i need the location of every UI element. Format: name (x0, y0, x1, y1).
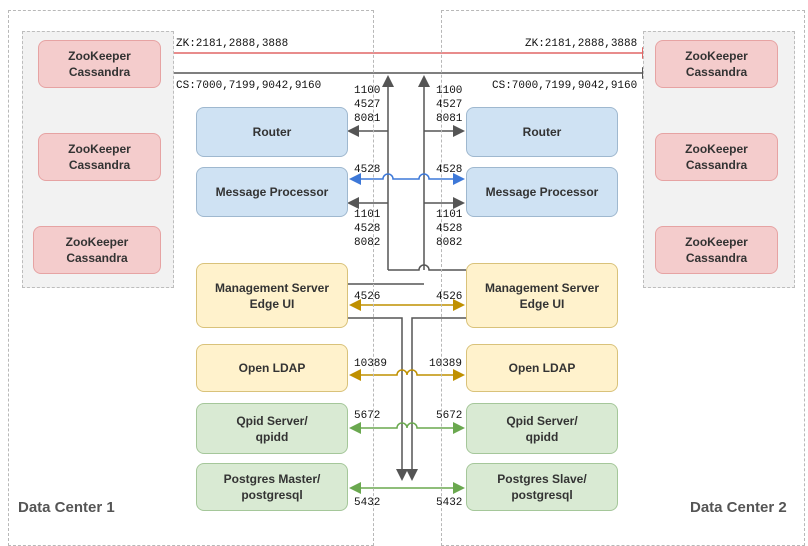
ldap-link (349, 369, 465, 381)
dc2-management-server: Management Server Edge UI (466, 263, 618, 328)
qpid-port-left: 5672 (354, 410, 381, 422)
router-ports-left: 1100 4527 8081 (354, 85, 381, 125)
data-center-1-label: Data Center 1 (18, 499, 115, 516)
mp-mgmt-port-right: 4528 (436, 164, 463, 176)
data-center-2-label: Data Center 2 (690, 499, 787, 516)
dc1-zk-cassandra-node-1: ZooKeeper Cassandra (38, 40, 161, 88)
dc1-open-ldap: Open LDAP (196, 344, 348, 392)
dc1-qpid-server: Qpid Server/ qpidd (196, 403, 348, 454)
dc2-router: Router (466, 107, 618, 157)
mp-ports-right: 1101 4528 8082 (436, 209, 463, 249)
dc2-postgres-slave: Postgres Slave/ postgresql (466, 463, 618, 511)
cs-ports-label-right: CS:7000,7199,9042,9160 (492, 80, 638, 92)
dc2-zk-cassandra-node-2: ZooKeeper Cassandra (655, 133, 778, 181)
mgmt-port-right: 4526 (436, 291, 463, 303)
dc1-message-processor: Message Processor (196, 167, 348, 217)
mp-ports-left: 1101 4528 8082 (354, 209, 381, 249)
ldap-port-left: 10389 (354, 358, 388, 370)
qpid-port-right: 5672 (436, 410, 463, 422)
dc1-postgres-master: Postgres Master/ postgresql (196, 463, 348, 511)
mp-link (349, 173, 465, 185)
dc2-message-processor: Message Processor (466, 167, 618, 217)
mgmt-port-left: 4526 (354, 291, 381, 303)
cs-ports-label-left: CS:7000,7199,9042,9160 (176, 80, 322, 92)
mp-mgmt-port-left: 4528 (354, 164, 381, 176)
postgres-port-left: 5432 (354, 497, 381, 509)
zk-ports-label-right: ZK:2181,2888,3888 (525, 38, 638, 50)
postgres-port-right: 5432 (436, 497, 463, 509)
router-ports-right: 1100 4527 8081 (436, 85, 463, 125)
dc2-open-ldap: Open LDAP (466, 344, 618, 392)
dc2-zk-cassandra-node-3: ZooKeeper Cassandra (655, 226, 778, 274)
zk-ports-label-left: ZK:2181,2888,3888 (176, 38, 289, 50)
dc1-zk-cassandra-node-2: ZooKeeper Cassandra (38, 133, 161, 181)
qpid-link (349, 422, 465, 434)
dc1-management-server: Management Server Edge UI (196, 263, 348, 328)
ldap-port-right: 10389 (429, 358, 463, 370)
dc1-router: Router (196, 107, 348, 157)
router-mp-arrows (347, 125, 465, 209)
dc2-zk-cassandra-node-1: ZooKeeper Cassandra (655, 40, 778, 88)
dc2-qpid-server: Qpid Server/ qpidd (466, 403, 618, 454)
dc1-zk-cassandra-node-3: ZooKeeper Cassandra (33, 226, 161, 274)
